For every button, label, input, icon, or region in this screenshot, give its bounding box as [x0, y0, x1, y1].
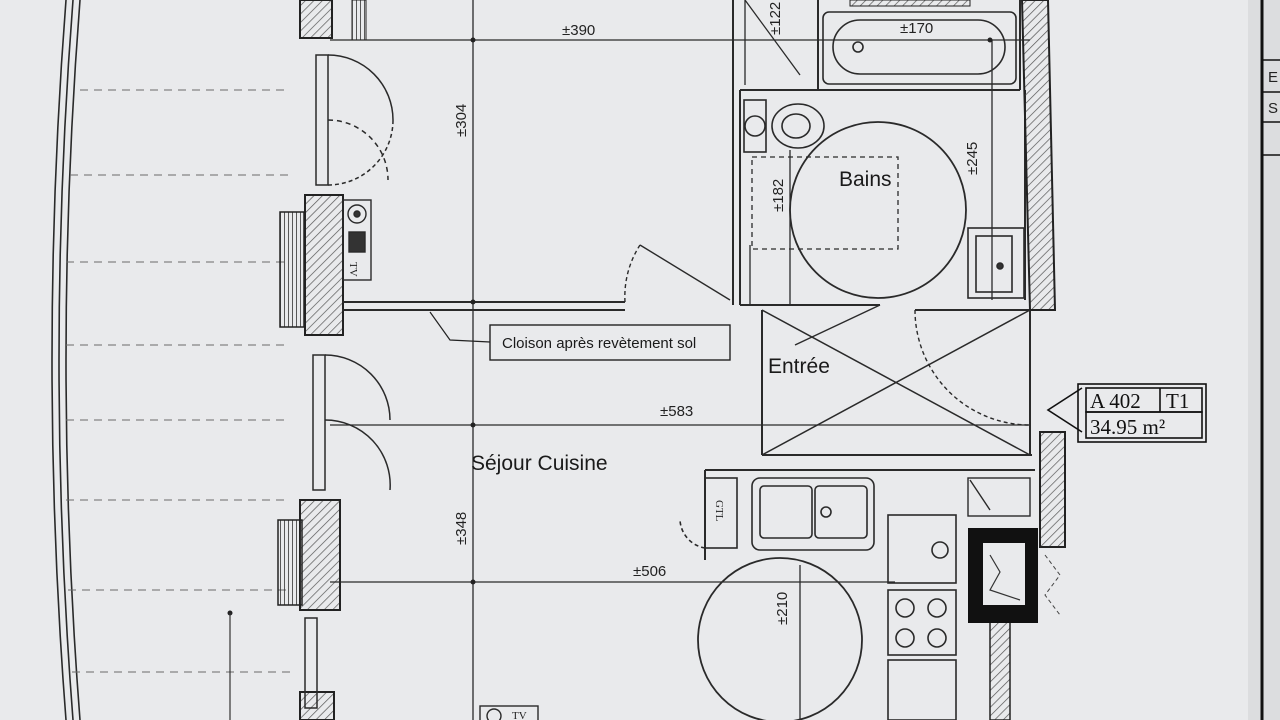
fridge — [887, 514, 957, 584]
dining-turning-circle — [697, 557, 863, 720]
window-doors-upper — [315, 54, 394, 186]
facade-curve — [51, 0, 81, 720]
window-doors-lower — [312, 354, 391, 491]
partition-note-callout — [429, 311, 731, 361]
dim-583: ±583 — [660, 403, 693, 420]
tv-label-bottom: TV — [512, 710, 527, 720]
balcony-grid-lines — [66, 89, 290, 673]
window-bottom — [304, 617, 318, 709]
partition-note: Cloison après revètement sol — [502, 335, 696, 352]
socket-panel-bottom — [479, 705, 539, 720]
room-bathroom: Bains — [839, 168, 892, 191]
room-living-kitchen: Séjour Cuisine — [471, 452, 608, 475]
dim-122: ±122 — [767, 2, 784, 35]
gtl-cabinet — [679, 477, 738, 549]
dim-390: ±390 — [562, 22, 595, 39]
unit-type: T1 — [1166, 389, 1189, 413]
dim-170: ±170 — [900, 20, 933, 37]
toilet — [743, 99, 825, 153]
entrance-cross — [761, 309, 1031, 456]
dimension-lines — [330, 0, 1030, 720]
tv-label-upper: TV — [347, 262, 359, 277]
room-entrance: Entrée — [768, 355, 830, 378]
cooktop — [887, 589, 957, 656]
title-block-letter-s: S — [1268, 100, 1278, 117]
kitchen-sink — [751, 477, 875, 551]
dim-245: ±245 — [964, 142, 981, 175]
dim-506: ±506 — [633, 563, 666, 580]
dim-210: ±210 — [774, 592, 791, 625]
radiator-top — [351, 0, 367, 41]
service-shaft — [968, 528, 1061, 623]
title-block-letter-e: E — [1268, 69, 1278, 86]
washbasin — [967, 227, 1025, 299]
gtl-label: GTL — [713, 500, 725, 522]
kitchen-counter-corner — [967, 477, 1031, 517]
unit-apartment: A 402 — [1090, 389, 1141, 413]
title-block-edge — [1248, 0, 1280, 720]
bathtub — [822, 11, 1017, 85]
dim-348: ±348 — [453, 512, 470, 545]
exterior-wall-right — [849, 0, 1066, 720]
entrance-door-swing — [794, 304, 1031, 426]
oven — [887, 659, 957, 720]
dim-182: ±182 — [770, 179, 787, 212]
unit-tag-box — [1046, 383, 1207, 443]
facade-pillars — [277, 0, 344, 720]
socket-panel — [342, 199, 372, 281]
bathroom-door-swing — [624, 244, 731, 303]
dim-304: ±304 — [453, 104, 470, 137]
unit-area: 34.95 m² — [1090, 415, 1165, 439]
